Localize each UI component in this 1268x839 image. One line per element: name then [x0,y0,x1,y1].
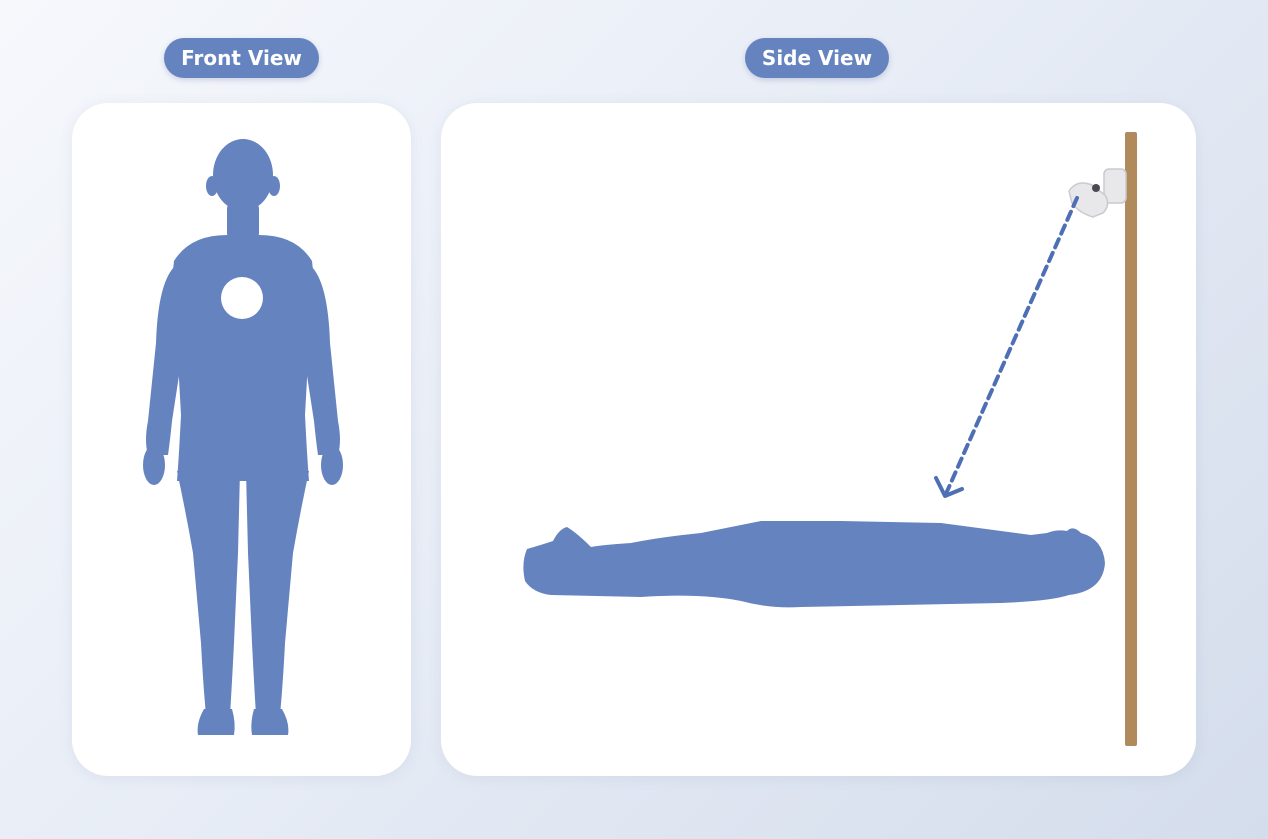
side-view-illustration [441,103,1196,776]
side-view-panel [441,103,1196,776]
side-view-label: Side View [745,38,889,78]
standing-person-icon [143,139,343,735]
wall-panel [1125,132,1137,746]
lying-person-icon [523,521,1105,607]
chest-sensor-marker-icon [221,277,263,319]
dashed-arrow-icon [936,198,1077,496]
front-view-label: Front View [164,38,319,78]
front-view-panel [72,103,411,776]
wall-mounted-sensor-icon [1069,169,1126,217]
front-view-illustration [72,103,411,776]
